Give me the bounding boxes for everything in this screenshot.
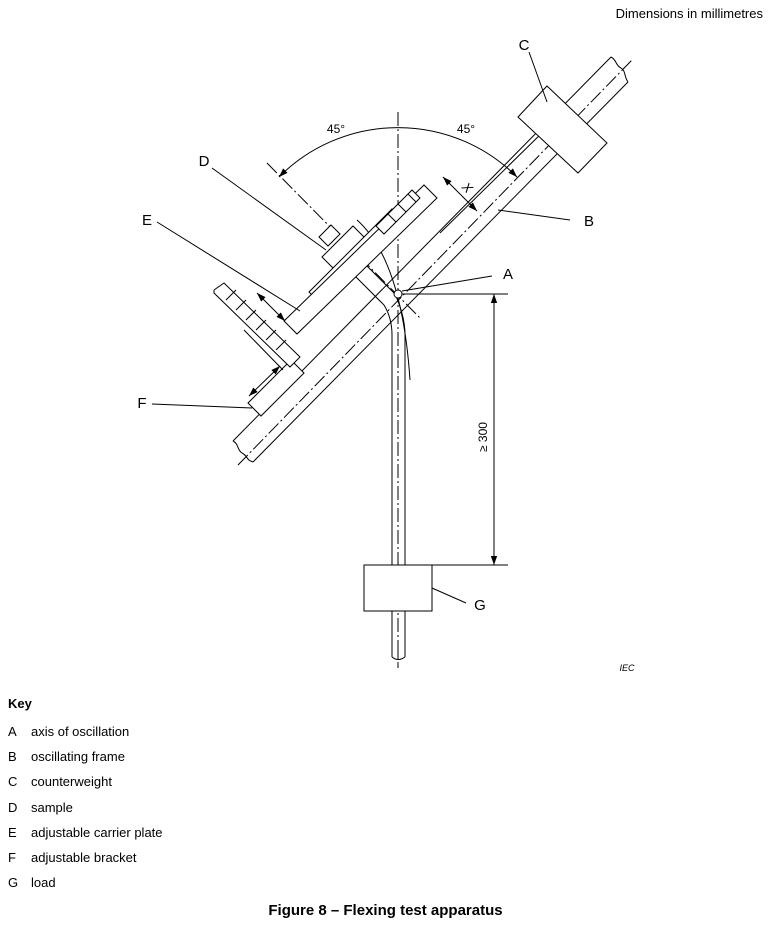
angle-left-label: 45° <box>327 122 345 136</box>
key-letter: C <box>8 774 18 790</box>
label-F: F <box>137 395 146 412</box>
x-dimension-label: X <box>458 179 476 197</box>
key-text: oscillating frame <box>31 749 125 765</box>
leader-lines <box>151 51 571 604</box>
key-title: Key <box>8 696 32 711</box>
x-dimension-arrow <box>442 176 478 212</box>
iec-watermark: IEC <box>619 663 635 673</box>
figure-caption: Figure 8 – Flexing test apparatus <box>268 902 503 919</box>
label-G: G <box>474 597 486 614</box>
counterweight <box>517 85 608 174</box>
height-dimension-label: ≥ 300 <box>476 422 490 452</box>
key-letter: G <box>8 875 19 891</box>
flexing-apparatus-diagram: C B A D E F G 45° 45° X ≥ 300 IEC <box>137 37 635 673</box>
label-E: E <box>142 212 152 229</box>
angle-right-label: 45° <box>457 122 475 136</box>
label-A: A <box>503 266 513 283</box>
key-text: adjustable carrier plate <box>31 824 163 840</box>
label-C: C <box>519 37 530 54</box>
key-text: axis of oscillation <box>31 724 130 739</box>
adjustable-bracket <box>213 282 305 417</box>
key-letter: E <box>8 824 17 840</box>
key-text: sample <box>31 799 73 815</box>
load-block <box>363 564 433 612</box>
key-letter: F <box>8 849 16 865</box>
key-text: adjustable bracket <box>31 849 137 865</box>
dimensions-note: Dimensions in millimetres <box>615 6 763 21</box>
label-B: B <box>584 213 594 230</box>
carrier-adjust-arrow <box>256 292 286 322</box>
adjustable-carrier-plate <box>283 184 438 335</box>
label-D: D <box>199 153 210 170</box>
key-text: load <box>31 875 56 891</box>
angle-arc <box>278 127 518 178</box>
key-letter: A <box>8 724 17 739</box>
key-text: counterweight <box>31 774 112 790</box>
height-dimension <box>402 293 508 566</box>
bracket-adjust-arrow <box>248 365 281 397</box>
key-letter: D <box>8 799 18 815</box>
key-letter: B <box>8 749 17 765</box>
swing-arc <box>356 219 411 381</box>
axis-of-oscillation <box>393 289 403 299</box>
